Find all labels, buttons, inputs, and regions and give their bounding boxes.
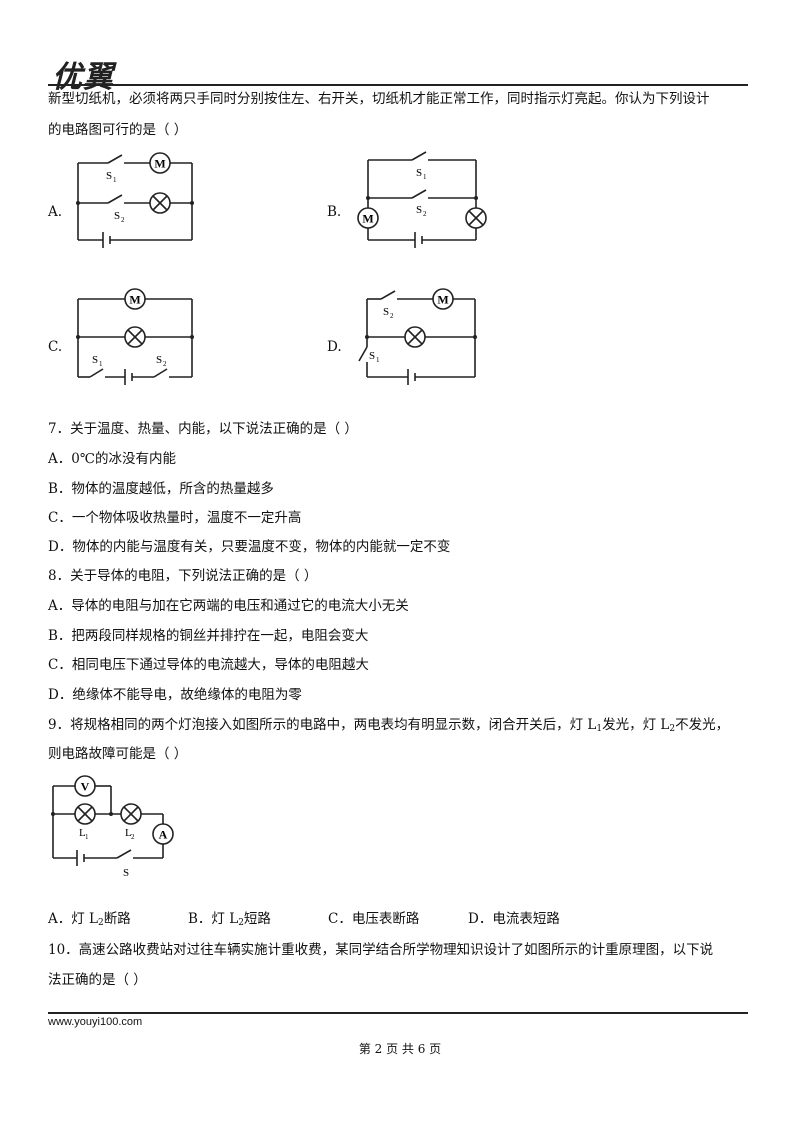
q9-option-d: D．电流表短路 bbox=[468, 911, 560, 927]
s1-label: S bbox=[369, 350, 375, 362]
q6-circuit-d: M S 2 S 1 bbox=[358, 288, 477, 385]
s1-label: S bbox=[416, 167, 422, 179]
q6-option-b-label: B. bbox=[327, 204, 342, 220]
q10-line2: 法正确的是（ ） bbox=[48, 972, 147, 988]
header-rule bbox=[48, 84, 748, 86]
s1-label: S bbox=[106, 170, 112, 182]
motor-symbol: M bbox=[437, 293, 448, 307]
l2-label: L bbox=[125, 827, 132, 839]
s2-label: S bbox=[416, 204, 422, 216]
q9-answers: A．灯 L2断路 B．灯 L2短路 C．电压表断路 D．电流表短路 bbox=[48, 910, 560, 932]
q8-option-a: A．导体的电阻与加在它两端的电压和通过它的电流大小无关 bbox=[48, 598, 409, 614]
s1-sub: 1 bbox=[113, 176, 117, 184]
motor-symbol: M bbox=[154, 157, 165, 171]
l1-label: L bbox=[79, 827, 86, 839]
q6-circuit-b: M S 1 S 2 bbox=[357, 151, 487, 248]
q6-circuit-c: M S 1 S 2 bbox=[76, 288, 194, 385]
q6-circuit-a: M S 1 S 2 bbox=[76, 152, 194, 248]
q9-option-a: A．灯 L2断路 bbox=[48, 911, 131, 928]
s1-sub: 1 bbox=[99, 360, 103, 368]
s1-label: S bbox=[92, 354, 98, 366]
q7-stem: 7．关于温度、热量、内能，以下说法正确的是（ ） bbox=[48, 421, 358, 437]
motor-symbol: M bbox=[129, 293, 140, 307]
q6-text-line2: 的电路图可行的是（ ） bbox=[48, 122, 188, 138]
q9-stem-sub1: 1 bbox=[596, 724, 603, 734]
q8-option-c: C．相同电压下通过导体的电流越大，导体的电阻越大 bbox=[48, 657, 369, 673]
q7-option-c: C．一个物体吸收热量时，温度不一定升高 bbox=[48, 510, 302, 526]
q9-option-b: B．灯 L2短路 bbox=[188, 911, 271, 928]
l1-sub: 1 bbox=[85, 833, 89, 841]
s1-sub: 1 bbox=[376, 356, 380, 364]
s2-sub: 2 bbox=[163, 360, 167, 368]
q6-text-line1: 新型切纸机，必须将两只手同时分别按住左、右开关，切纸机才能正常工作，同时指示灯亮… bbox=[48, 91, 710, 107]
footer-rule bbox=[48, 1012, 748, 1014]
s2-sub: 2 bbox=[390, 312, 394, 320]
l2-sub: 2 bbox=[131, 833, 135, 841]
q9-stem-line1: 9．将规格相同的两个灯泡接入如图所示的电路中，两电表均有明显示数，闭合开关后，灯… bbox=[48, 716, 729, 738]
q8-stem: 8．关于导体的电阻，下列说法正确的是（ ） bbox=[48, 568, 318, 584]
q9-option-c: C．电压表断路 bbox=[328, 911, 420, 927]
s2-sub: 2 bbox=[121, 216, 125, 224]
q10-line1: 10．高速公路收费站对过往车辆实施计重收费，某同学结合所学物理知识设计了如图所示… bbox=[48, 942, 714, 958]
q9-stem-sub2: 2 bbox=[669, 724, 676, 734]
switch-label: S bbox=[123, 867, 129, 879]
q8-option-b: B．把两段同样规格的铜丝并排拧在一起，电阻会变大 bbox=[48, 628, 369, 644]
s2-label: S bbox=[114, 210, 120, 222]
s2-sub: 2 bbox=[423, 210, 427, 218]
q6-option-d-label: D. bbox=[327, 339, 342, 355]
s1-sub: 1 bbox=[423, 173, 427, 181]
q9-stem-part3: 不发光， bbox=[675, 717, 730, 733]
q7-option-b: B．物体的温度越低，所含的热量越多 bbox=[48, 481, 274, 497]
s2-label: S bbox=[383, 306, 389, 318]
page-number: 第 2 页 共 6 页 bbox=[358, 1042, 442, 1056]
ammeter-symbol: A bbox=[159, 828, 168, 842]
logo: 优翼 bbox=[52, 60, 114, 95]
q9-stem-line2: 则电路故障可能是（ ） bbox=[48, 746, 188, 762]
s2-label: S bbox=[156, 354, 162, 366]
q9-circuit: V A L 1 L 2 S bbox=[51, 775, 174, 879]
footer-url: www.youyi100.com bbox=[48, 1016, 143, 1028]
q7-option-d: D．物体的内能与温度有关，只要温度不变，物体的内能就一定不变 bbox=[48, 539, 451, 555]
q7-option-a: A．0℃的冰没有内能 bbox=[48, 451, 176, 467]
q9-stem-part1: 9．将规格相同的两个灯泡接入如图所示的电路中，两电表均有明显示数，闭合开关后，灯… bbox=[48, 717, 597, 733]
motor-symbol: M bbox=[362, 212, 373, 226]
q8-option-d: D．绝缘体不能导电，故绝缘体的电阻为零 bbox=[48, 687, 302, 703]
q9-stem-part2: 发光，灯 L bbox=[602, 717, 670, 733]
voltmeter-symbol: V bbox=[81, 780, 90, 794]
q6-option-a-label: A. bbox=[48, 204, 63, 220]
q6-option-c-label: C. bbox=[48, 339, 63, 355]
